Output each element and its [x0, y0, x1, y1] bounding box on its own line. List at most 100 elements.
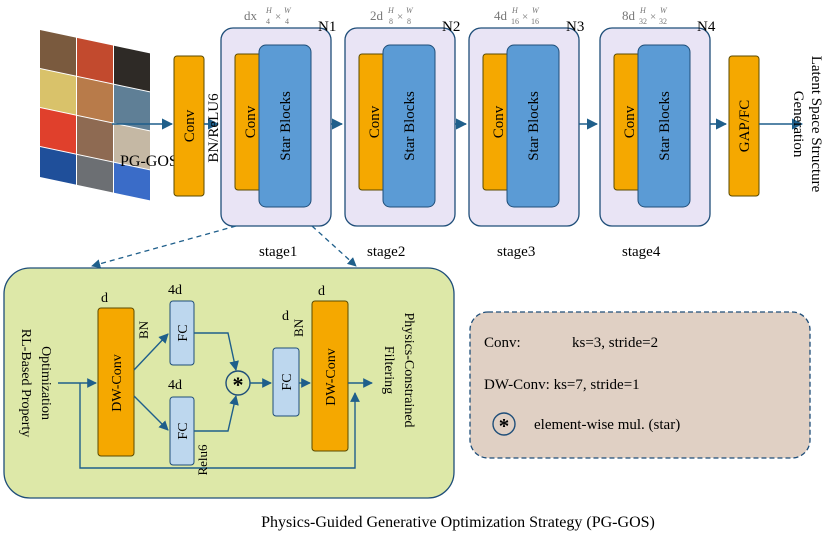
- legend-star-text: element-wise mul. (star): [534, 417, 680, 433]
- legend-conv-params: ks=3, stride=2: [572, 335, 658, 351]
- stage4-times: ×: [650, 11, 656, 23]
- stage2-frac-h-den: 8: [389, 17, 393, 26]
- stage1-star-label: Star Blocks: [278, 91, 294, 161]
- stage1-id: N1: [318, 19, 336, 35]
- stage3: Conv Star Blocks N3 stage3 4d H 16 × W 1…: [468, 6, 584, 260]
- fc-mid-d: d: [282, 309, 289, 324]
- relu6-label: Relu6: [195, 444, 210, 476]
- stage2-frac-w-num: W: [406, 6, 414, 15]
- legend-dw-line: DW-Conv: ks=7, stride=1: [484, 377, 640, 393]
- stage3-frac-w-num: W: [532, 6, 540, 15]
- stage1-label: stage1: [259, 244, 297, 260]
- stage3-id: N3: [566, 19, 584, 35]
- stage4-label: stage4: [622, 244, 661, 260]
- arrow-fc-bottom-star: [194, 395, 239, 432]
- stage4: Conv Star Blocks N4 stage4 8d H 32 × W 3…: [599, 6, 716, 260]
- arrow-dw-fc-top: [133, 333, 169, 371]
- stage2-frac-h-num: H: [387, 6, 395, 15]
- dwconv1-bn: BN: [136, 320, 151, 339]
- stage1: Conv Star Blocks N1 stage1 dx H 4 × W 4: [220, 6, 336, 260]
- stage1-frac-h-num: H: [265, 6, 273, 15]
- stage3-times: ×: [522, 11, 528, 23]
- stage4-star-label: Star Blocks: [657, 91, 673, 161]
- fc-mid-bn: BN: [291, 318, 306, 337]
- stem-conv-block: [173, 55, 205, 197]
- thumb: [114, 84, 150, 131]
- thumb: [77, 76, 113, 123]
- gap-fc-block: [728, 55, 760, 197]
- thumb: [40, 108, 76, 154]
- stage3-frac-w-den: 16: [531, 17, 539, 26]
- stage3-frac-h-den: 16: [511, 17, 519, 26]
- dwconv1-label: DW-Conv: [110, 354, 125, 412]
- stage4-frac-w-den: 32: [659, 17, 667, 26]
- fc-mid-label: FC: [280, 373, 295, 390]
- thumb: [114, 45, 150, 92]
- dwconv2-block: [311, 300, 349, 452]
- stage1-frac-w-num: W: [284, 6, 292, 15]
- dwconv1-d: d: [101, 291, 108, 306]
- thumb: [77, 115, 113, 162]
- thumb: [77, 37, 113, 84]
- gap-fc-label: GAP/FC: [737, 100, 753, 153]
- stage4-id: N4: [697, 19, 716, 35]
- dwconv1-block: [97, 307, 135, 457]
- dwconv2-label: DW-Conv: [324, 348, 339, 406]
- stem-conv-label: Conv: [182, 109, 198, 142]
- fc-bottom-4d: 4d: [168, 378, 182, 393]
- stage2-conv-label: Conv: [367, 105, 383, 138]
- legend-star-symbol: *: [499, 414, 510, 438]
- dwconv2-d: d: [318, 284, 325, 299]
- detail-right-line1: Physics-Constrained: [401, 312, 416, 427]
- stage4-frac-h-den: 32: [639, 17, 647, 26]
- stage2-label: stage2: [367, 244, 405, 260]
- output-label-line2: Generation: [790, 91, 806, 158]
- thumb: [40, 30, 76, 76]
- stage4-star-blocks: [637, 44, 691, 208]
- legend-panel: [469, 311, 811, 459]
- stage2: Conv Star Blocks N2 stage2 2d H 8 × W 8: [344, 6, 460, 260]
- stage3-star-label: Star Blocks: [526, 91, 542, 161]
- stage1-frac-h-den: 4: [266, 17, 270, 26]
- expand-arrow-right: [311, 225, 357, 267]
- stage3-star-blocks: [506, 44, 560, 208]
- stage3-conv-label: Conv: [491, 105, 507, 138]
- stage3-frac-h-num: H: [511, 6, 519, 15]
- stage1-times: ×: [275, 11, 281, 23]
- fc-mid-block: [272, 347, 300, 417]
- stage2-star-blocks: [382, 44, 436, 208]
- stage2-id: N2: [442, 19, 460, 35]
- thumb: [77, 154, 113, 193]
- figure-caption: Physics-Guided Generative Optimization S…: [261, 514, 655, 531]
- star-multiply-symbol: *: [233, 372, 244, 397]
- arrow-dw-fc-bottom: [133, 395, 169, 431]
- thumb: [114, 123, 150, 170]
- thumb: [40, 69, 76, 115]
- expand-arrow-left: [91, 225, 237, 269]
- stage4-frac-h-num: H: [639, 6, 647, 15]
- stage3-label: stage3: [497, 244, 535, 260]
- stage1-frac-w-den: 4: [285, 17, 289, 26]
- legend-star-icon: [492, 412, 516, 436]
- fc-top-4d: 4d: [168, 283, 182, 298]
- bn-relu-label: BN/ReLU6: [206, 93, 222, 163]
- thumb: [40, 147, 76, 185]
- input-label: PG-GOS: [120, 153, 178, 170]
- fc-top-label: FC: [176, 324, 191, 341]
- stage2-times: ×: [397, 11, 403, 23]
- stage4-conv-label: Conv: [622, 105, 638, 138]
- thumb: [114, 162, 150, 201]
- stage4-frac-w-num: W: [660, 6, 668, 15]
- stage4-dim: 8d: [622, 8, 636, 23]
- stage3-dim: 4d: [494, 8, 508, 23]
- stage1-conv-label: Conv: [243, 105, 259, 138]
- detail-right-line2: Filtering: [381, 346, 396, 394]
- stage1-dim: dx: [244, 8, 258, 23]
- output-label-line1: Latent Space Structure: [808, 56, 824, 193]
- arrow-fc-top-star: [194, 332, 239, 371]
- fc-bottom-label: FC: [176, 422, 191, 439]
- residual-connection: [79, 383, 360, 469]
- detail-left-line1: RL-Based Property: [18, 329, 33, 437]
- detail-left-line2: Optimization: [38, 346, 53, 420]
